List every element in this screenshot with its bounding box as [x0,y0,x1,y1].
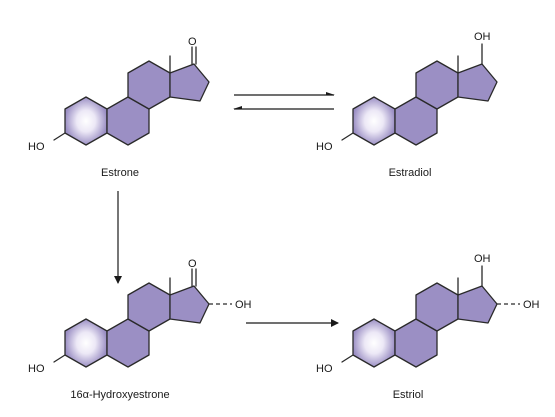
ring-d [169,285,210,324]
hydroxyl-label: HO [28,141,45,153]
ring-d [169,63,210,102]
ring-a-aromatic [352,318,396,368]
hydroxyl-label: HO [316,141,333,153]
molecule-name-estrone: Estrone [101,167,139,179]
molecule-name-estriol: Estriol [393,389,424,401]
molecule-name-estradiol: Estradiol [389,167,432,179]
molecule-hydroxyestrone: O OH HO 16α-Hydroxyestrone [28,258,252,401]
ring-a-aromatic [64,318,108,368]
molecule-estrone: O HO Estrone [28,36,210,179]
hydroxyl-bond [341,354,354,363]
ring-d [457,285,498,324]
reaction-arrow-estrone-estradiol [233,92,335,110]
ring-a-aromatic [64,96,108,146]
ring-a-aromatic [352,96,396,146]
molecule-estradiol: OH HO Estradiol [316,31,498,179]
hydroxyl-label-16: OH [523,299,540,311]
ketone-oxygen-label: O [188,36,197,48]
hydroxyl-bond [53,132,66,141]
hydroxyl-label-16: OH [235,299,252,311]
ketone-oxygen-label: O [188,258,197,270]
molecule-name-hydroxyestrone: 16α-Hydroxyestrone [70,389,169,401]
hydroxyl-label-17: OH [474,31,491,43]
hydroxyl-bond [341,132,354,141]
hydroxyl-label: HO [316,363,333,375]
molecule-estriol: OH OH HO Estriol [316,253,540,401]
ring-d [457,63,498,102]
hydroxyl-bond [53,354,66,363]
hydroxyl-label: HO [28,363,45,375]
hydroxyl-label-17: OH [474,253,491,265]
